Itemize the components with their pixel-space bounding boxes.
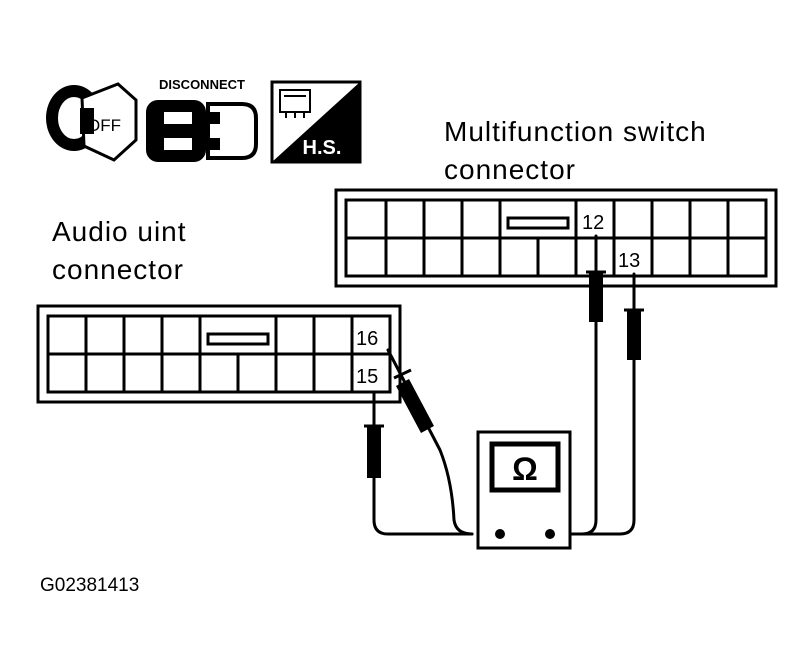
probe-multifunction-12: [586, 270, 606, 322]
probe-audio-16: [393, 368, 434, 433]
disconnect-label: DISCONNECT: [159, 77, 245, 92]
audio-title-line2: connector: [52, 254, 184, 285]
ignition-key-off-icon: OFF: [46, 82, 138, 162]
probe-audio-15: [364, 424, 384, 478]
multifunction-title-line1: Multifunction switch: [444, 116, 707, 147]
audio-unit-connector: [36, 304, 402, 404]
harness-side-icon: H.S.: [270, 80, 362, 164]
multifunction-switch-connector: [334, 188, 778, 288]
audio-title-line1: Audio uint: [52, 216, 187, 247]
audio-pin-16: 16: [356, 328, 378, 350]
ignition-off-label: OFF: [87, 116, 121, 135]
ohmmeter-icon: Ω: [476, 430, 572, 550]
multifunction-title-line2: connector: [444, 154, 576, 185]
multifunction-pin-13: 13: [618, 250, 640, 272]
figure-code: G02381413: [40, 575, 139, 596]
probe-multifunction-13: [624, 308, 644, 360]
ohm-symbol: Ω: [512, 451, 538, 487]
audio-pin-15: 15: [356, 366, 378, 388]
test-lead-wires: [372, 234, 636, 536]
harness-side-label: H.S.: [303, 137, 342, 159]
multifunction-pin-12: 12: [582, 212, 604, 234]
disconnect-connector-icon: DISCONNECT: [146, 77, 258, 162]
